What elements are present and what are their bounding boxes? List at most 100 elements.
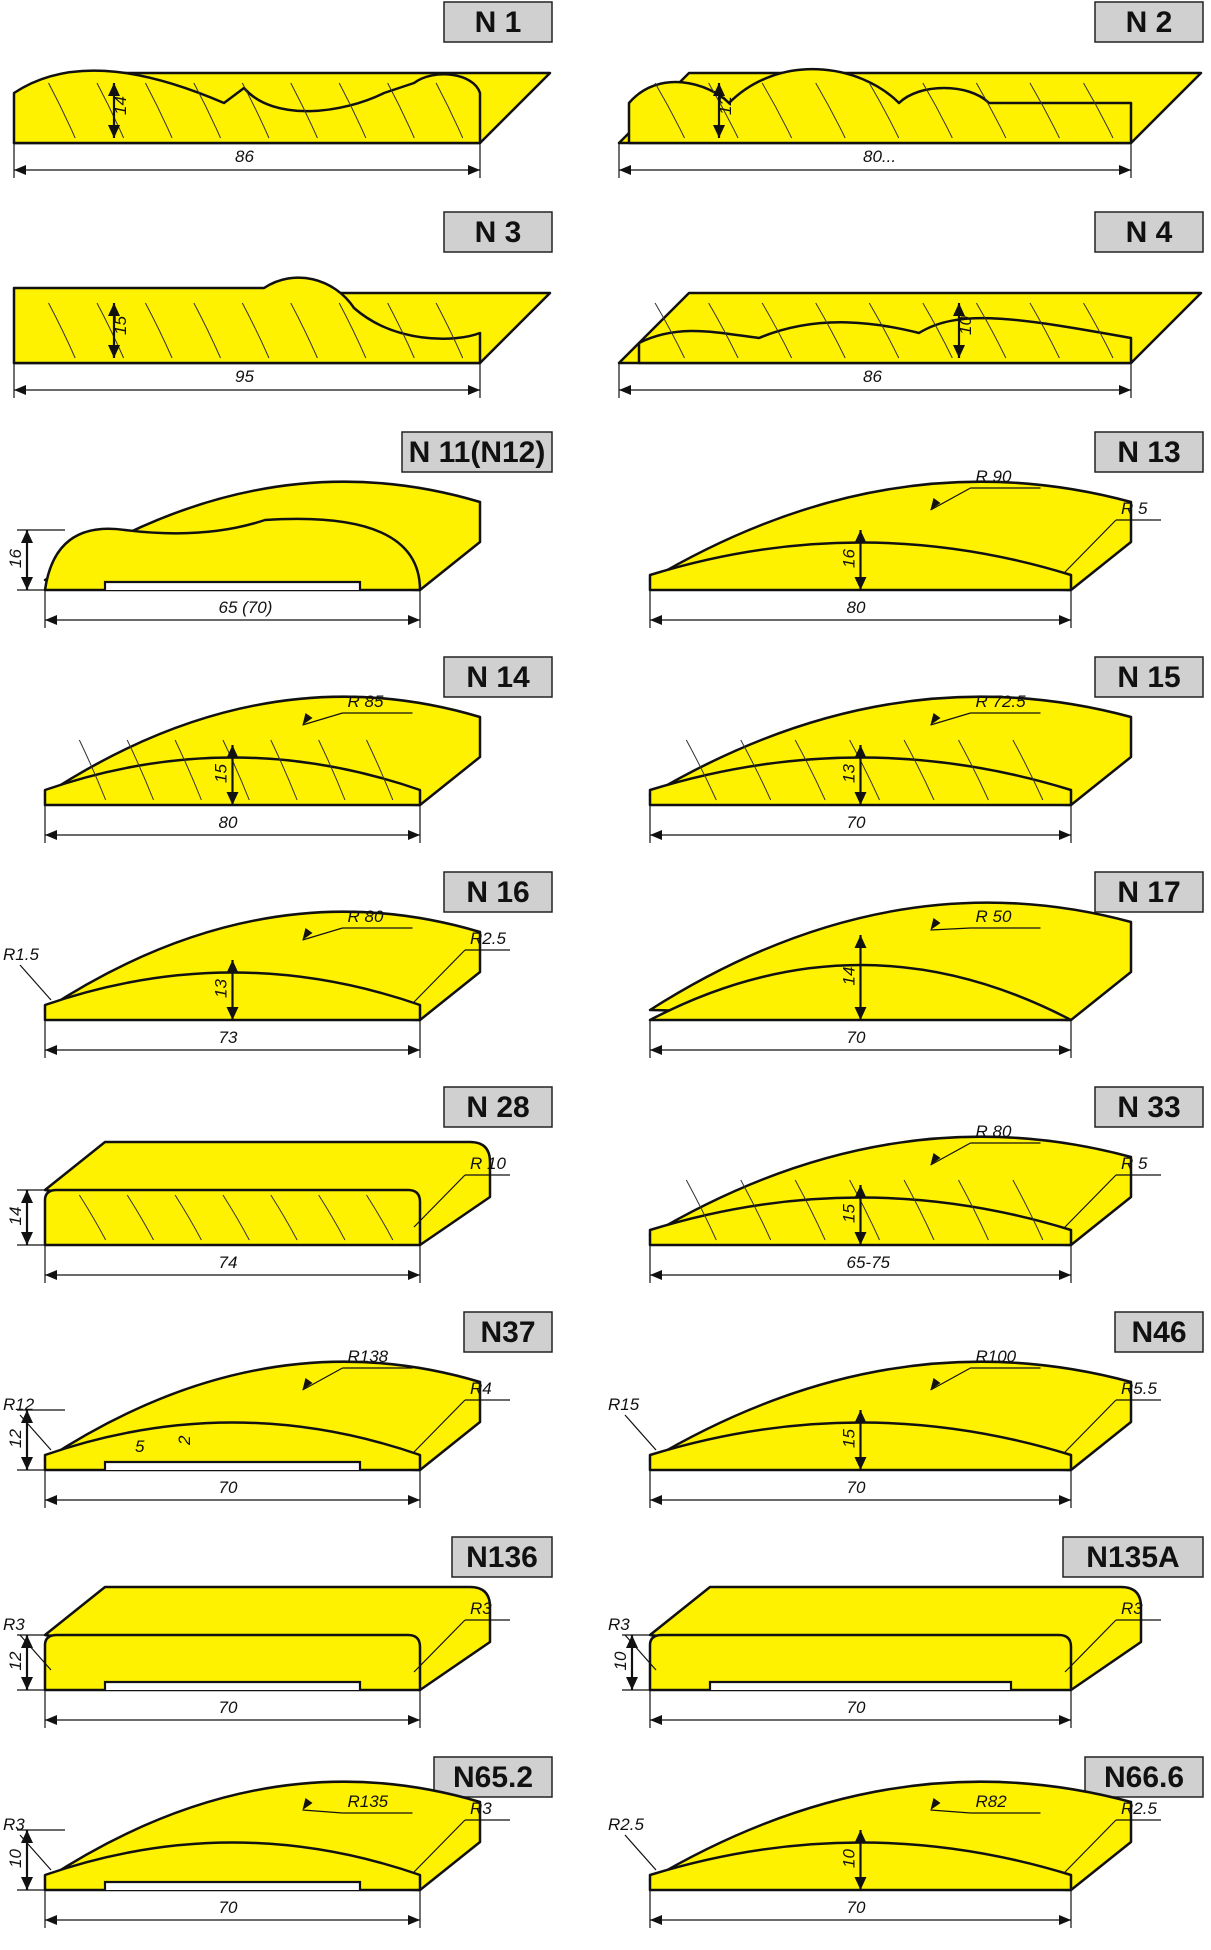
height-dim: 12	[6, 1651, 25, 1670]
molding-front-face	[43, 1421, 422, 1472]
profile-tag-box	[463, 1311, 553, 1353]
height-dim: 10	[956, 316, 975, 335]
height-dim: 16	[840, 549, 859, 568]
molding-front-face	[648, 1633, 1073, 1692]
molding-front-face	[43, 517, 422, 592]
width-dim: 70	[847, 1898, 866, 1917]
radius-main: R138	[348, 1347, 389, 1366]
profile-tag: N 11(N12)	[409, 436, 546, 469]
profile-tag-box	[443, 211, 553, 253]
radius-edge-right: R2.5	[1121, 1799, 1157, 1818]
height-dim: 12	[6, 1429, 25, 1448]
profile-tag: N37	[480, 1316, 535, 1349]
radius-edge-left: R3	[3, 1815, 25, 1834]
profile-tag-box	[433, 1756, 553, 1798]
width-dim: 80	[847, 598, 866, 617]
radius-edge-left: R15	[608, 1395, 640, 1414]
radius-edge-left: R1.5	[3, 945, 39, 964]
profile-tag-box	[1062, 1536, 1204, 1578]
height-dim: 16	[6, 549, 25, 568]
height-dim: 15	[840, 1204, 859, 1223]
profile-tag-box	[1094, 1086, 1204, 1128]
profile-tag-box	[443, 1086, 553, 1128]
profile-tag: N 4	[1126, 216, 1173, 249]
radius-edge-left: R3	[608, 1615, 630, 1634]
radius-edge-right: R3	[470, 1599, 492, 1618]
width-dim: 80...	[863, 147, 896, 166]
width-dim: 74	[219, 1253, 238, 1272]
profile-n-28: N 28 14 74 R 10	[6, 1086, 553, 1283]
width-dim: 65 (70)	[219, 598, 273, 617]
profile-tag: N 17	[1117, 876, 1180, 909]
height-dim: 12	[716, 96, 735, 115]
profile-n-11-n12-: N 11(N12) 16 65 (70)	[6, 431, 553, 628]
height-dim: 14	[6, 1207, 25, 1226]
width-dim: 86	[235, 147, 254, 166]
height-dim: 14	[111, 96, 130, 115]
profile-tag: N 28	[466, 1091, 529, 1124]
height-dim: 10	[840, 1849, 859, 1868]
radius-edge-right: R 5	[1121, 1154, 1148, 1173]
width-dim: 73	[219, 1028, 238, 1047]
profile-tag: N 33	[1117, 1091, 1180, 1124]
width-dim: 70	[219, 1898, 238, 1917]
profile-tag-box	[1114, 1311, 1204, 1353]
profile-tag-box	[451, 1536, 553, 1578]
radius-edge-left: R12	[3, 1395, 35, 1414]
molding-front-face	[43, 1841, 422, 1892]
width-dim: 70	[847, 813, 866, 832]
radius-edge-right: R4	[470, 1379, 492, 1398]
radius-main: R 80	[976, 1122, 1012, 1141]
profile-tag-box	[1084, 1756, 1204, 1798]
radius-edge-left: R3	[3, 1615, 25, 1634]
molding-front-face	[43, 1188, 422, 1247]
width-dim: 70	[847, 1028, 866, 1047]
radius-edge-right: R5.5	[1121, 1379, 1157, 1398]
radius-edge-right: R2.5	[470, 929, 506, 948]
profile-tag: N 2	[1126, 6, 1173, 39]
radius-main: R135	[348, 1792, 389, 1811]
profile-n-4: N 4 10 86	[617, 211, 1204, 398]
height-dim: 15	[111, 316, 130, 335]
radius-edge-left: R2.5	[608, 1815, 644, 1834]
radius-main: R 85	[348, 692, 384, 711]
radius-edge-right: R 10	[470, 1154, 506, 1173]
height-dim: 14	[840, 967, 859, 986]
height-dim: 15	[212, 764, 231, 783]
profile-tag-box	[1094, 211, 1204, 253]
profile-tag-box	[1094, 656, 1204, 698]
radius-main: R 80	[348, 907, 384, 926]
profile-tag-box	[1094, 1, 1204, 43]
height-dim: 13	[212, 979, 231, 998]
profile-tag-box	[443, 656, 553, 698]
profile-tag: N 15	[1117, 661, 1180, 694]
molding-front-face	[43, 1633, 422, 1692]
profile-tag: N 3	[475, 216, 522, 249]
width-dim: 70	[847, 1478, 866, 1497]
height-dim: 15	[840, 1429, 859, 1448]
radius-main: R 90	[976, 467, 1012, 486]
groove-depth-dim: 2	[175, 1435, 194, 1446]
width-dim: 80	[219, 813, 238, 832]
width-dim: 86	[863, 367, 882, 386]
height-dim: 10	[611, 1651, 630, 1670]
profile-n-2: N 2 12 80...	[617, 1, 1204, 178]
height-dim: 10	[6, 1849, 25, 1868]
width-dim: 70	[219, 1478, 238, 1497]
width-dim: 70	[219, 1698, 238, 1717]
profile-tag: N136	[466, 1541, 538, 1574]
radius-edge-right: R 5	[1121, 499, 1148, 518]
width-dim: 65-75	[847, 1253, 891, 1272]
height-dim: 13	[840, 764, 859, 783]
